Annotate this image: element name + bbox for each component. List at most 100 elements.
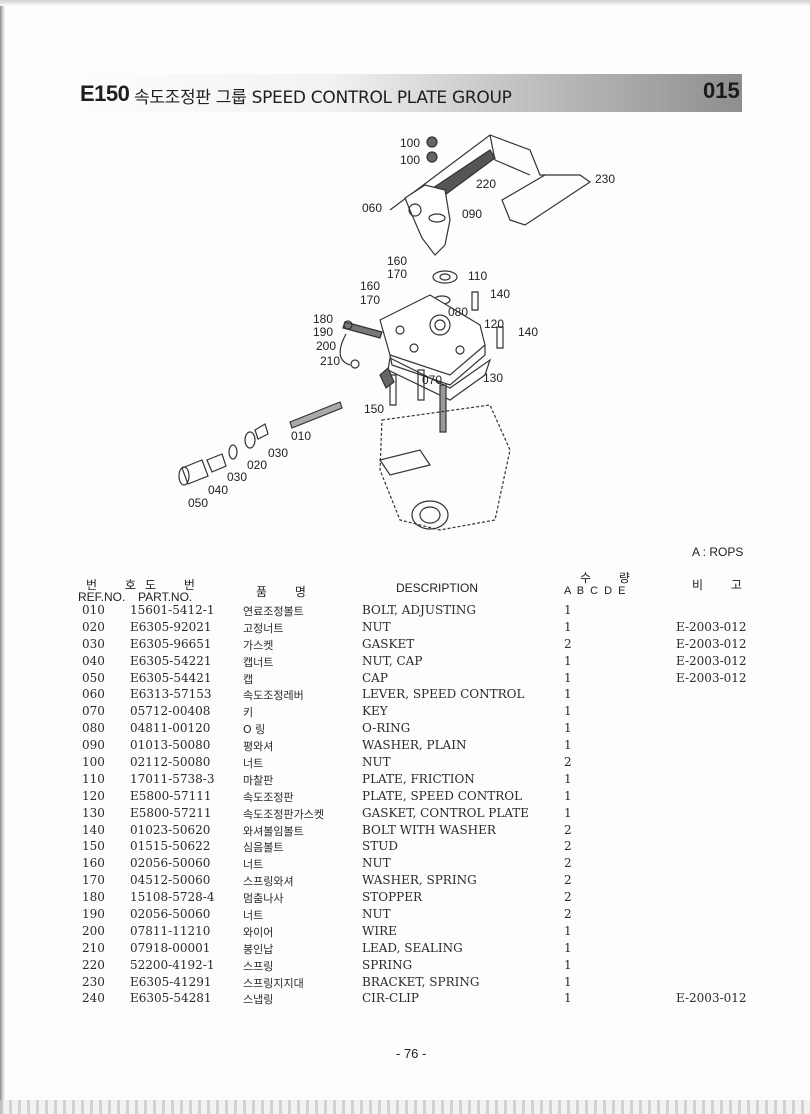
cell-desc: GASKET, CONTROL PLATE xyxy=(362,805,530,820)
callout: 170 xyxy=(387,267,407,281)
cell-qty: 1 xyxy=(564,670,572,685)
cell-part: 15601-5412-1 xyxy=(130,603,215,617)
cell-ko: 캡 xyxy=(243,672,254,686)
cell-desc: WASHER, PLAIN xyxy=(362,738,467,753)
cell-desc: WASHER, SPRING xyxy=(362,873,477,888)
callout: 120 xyxy=(484,317,504,331)
cell-ref: 020 xyxy=(82,619,105,634)
cell-qty: 2 xyxy=(564,822,572,837)
cell-qty: 1 xyxy=(564,805,572,820)
cell-qty: 1 xyxy=(564,771,572,786)
cell-part: 01023-50620 xyxy=(130,822,211,837)
cell-qty: 1 xyxy=(564,923,572,938)
cell-ref: 210 xyxy=(82,940,105,955)
header-description: DESCRIPTION xyxy=(396,581,479,595)
cell-ref: 230 xyxy=(82,974,105,989)
cell-part: 15108-5728-4 xyxy=(130,890,215,905)
cell-ref: 180 xyxy=(82,890,105,905)
cell-ko: 연료조정볼트 xyxy=(243,605,304,618)
cell-ko: 스프링지지대 xyxy=(243,976,304,990)
cell-part: E6305-54221 xyxy=(130,653,212,668)
cell-desc: CAP xyxy=(362,670,388,685)
title-bar xyxy=(78,74,742,112)
cell-qty: 2 xyxy=(564,839,572,854)
callout: 060 xyxy=(362,201,382,215)
cell-ko: 너트 xyxy=(243,858,264,872)
header-ref-ko: 번 호 xyxy=(86,578,148,592)
cell-qty: 2 xyxy=(564,755,572,770)
cell-ref: 220 xyxy=(82,957,105,972)
cell-desc: NUT xyxy=(362,619,391,634)
cell-ko: O 링 xyxy=(243,723,266,737)
cell-ko: 너트 xyxy=(243,757,264,771)
cell-qty: 2 xyxy=(564,636,572,651)
scan-edge-bottom xyxy=(0,1100,810,1114)
cell-part: E6305-92021 xyxy=(130,619,212,634)
group-code: E150 xyxy=(80,81,130,106)
cell-qty: 1 xyxy=(564,721,572,736)
cell-part: 17011-5738-3 xyxy=(130,771,215,786)
cell-ref: 170 xyxy=(82,873,105,888)
callout: 200 xyxy=(316,339,336,353)
cell-part: 52200-4192-1 xyxy=(130,957,215,972)
callout: 070 xyxy=(422,373,442,387)
cell-note: E-2003-012 xyxy=(676,670,747,685)
cell-desc: NUT xyxy=(362,907,391,922)
cell-note: E-2003-012 xyxy=(676,619,747,634)
cell-qty: 1 xyxy=(564,653,572,668)
cell-qty: 1 xyxy=(564,704,572,719)
cell-desc: NUT xyxy=(362,755,391,770)
cell-desc: PLATE, SPEED CONTROL xyxy=(362,788,523,803)
cell-qty: 2 xyxy=(564,873,572,888)
cell-part: 07811-11210 xyxy=(130,923,211,938)
cell-part: E6305-41291 xyxy=(130,974,212,989)
cell-desc: LEAD, SEALING xyxy=(362,940,463,955)
cell-note: E-2003-012 xyxy=(676,991,747,1006)
callout: 050 xyxy=(188,496,208,510)
cell-qty: 2 xyxy=(564,907,572,922)
cell-ko: 와이어 xyxy=(243,925,274,939)
cell-ko: 캡너트 xyxy=(243,655,274,669)
header-note-ko: 비 고 xyxy=(692,578,754,592)
cell-ko: 속도조정판 xyxy=(243,790,294,804)
cell-qty: 1 xyxy=(564,974,572,989)
cell-part: E6305-54421 xyxy=(130,670,212,685)
section-code: 015 xyxy=(703,78,740,103)
exploded-parts-diagram: 100 100 220 230 060 090 160 170 110 160 … xyxy=(178,134,615,531)
cell-ko: 멈춤나사 xyxy=(243,892,284,906)
cell-ref: 070 xyxy=(82,704,105,719)
cell-ref: 060 xyxy=(82,687,105,702)
cell-ref: 110 xyxy=(82,771,105,786)
cell-ko: 너트 xyxy=(243,909,264,923)
cell-part: 01013-50080 xyxy=(130,738,211,753)
callout: 210 xyxy=(320,354,340,368)
callout: 180 xyxy=(313,312,333,326)
callout: 100 xyxy=(400,153,420,167)
header-part-ko: 도 번 xyxy=(145,578,207,592)
cell-ref: 160 xyxy=(82,856,105,871)
cell-desc: SPRING xyxy=(362,957,413,972)
callout: 160 xyxy=(360,279,380,293)
callout: 080 xyxy=(448,305,468,319)
cell-ko: 마찰판 xyxy=(243,773,274,787)
cell-ko: 봉인납 xyxy=(243,942,274,956)
scan-edge-top xyxy=(0,0,810,6)
header-ref: REF.NO. xyxy=(78,590,126,604)
cell-part: E6305-96651 xyxy=(130,636,212,651)
cell-qty: 1 xyxy=(564,619,572,634)
cell-desc: NUT xyxy=(362,856,391,871)
cell-desc: NUT, CAP xyxy=(362,653,423,668)
cell-ref: 030 xyxy=(82,636,105,651)
cell-part: 02112-50080 xyxy=(130,755,211,770)
